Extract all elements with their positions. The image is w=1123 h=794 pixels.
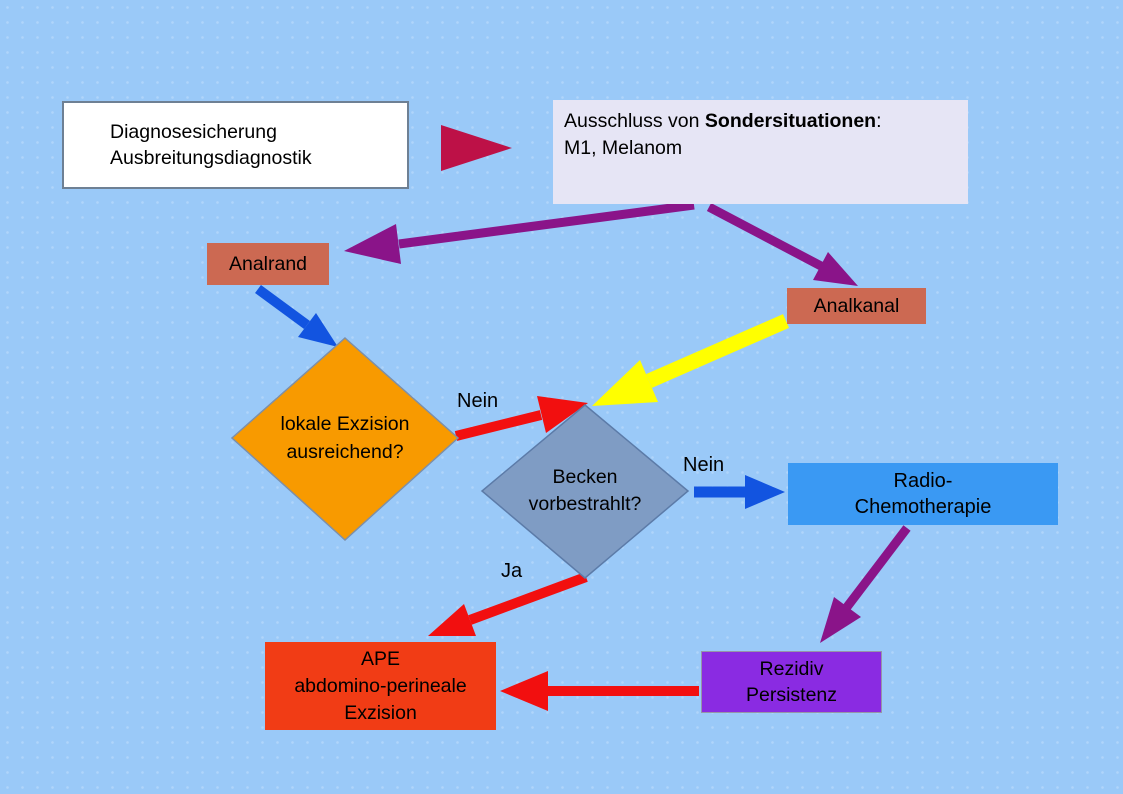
diagnose-box: Diagnosesicherung Ausbreitungsdiagnostik xyxy=(62,101,409,189)
becken-diamond-label: Becken vorbestrahlt? xyxy=(485,464,685,518)
ape-line3: Exzision xyxy=(344,701,417,724)
arrow-sonder-to-analrand-shaft xyxy=(398,200,695,249)
edge-label-nein-becken: Nein xyxy=(683,454,725,476)
edge-label-ja-becken: Ja xyxy=(501,560,523,582)
radio-line1: Radio- xyxy=(893,470,953,492)
sondersituationen-line2: M1, Melanom xyxy=(564,137,683,159)
arrow-becken-ja-to-ape-head-icon xyxy=(428,604,476,636)
radio-line2: Chemotherapie xyxy=(854,496,992,518)
arrow-sonder-to-analrand-head-icon xyxy=(344,224,401,264)
arrow-analrand-to-lokale-shaft xyxy=(255,284,310,330)
becken-line2: vorbestrahlt? xyxy=(528,493,642,515)
analkanal-label: Analkanal xyxy=(813,294,900,317)
ape-box: APE abdomino-perineale Exzision xyxy=(265,642,496,730)
arrow-becken-nein-to-radio-head-icon xyxy=(745,475,785,509)
arrow-radio-to-rezidiv-shaft xyxy=(843,525,911,610)
rezidiv-line1: Rezidiv xyxy=(759,658,824,680)
arrow-rezidiv-to-ape-head-icon xyxy=(500,671,548,711)
arrow-lokale-nein-to-becken-head-icon xyxy=(537,396,588,433)
rezidiv-persistenz-box: Rezidiv Persistenz xyxy=(701,651,882,713)
analrand-box: Analrand xyxy=(207,243,329,285)
analkanal-box: Analkanal xyxy=(787,288,926,324)
lokale-exzision-line1: lokale Exzision xyxy=(280,413,410,435)
edge-label-nein-lokale: Nein xyxy=(457,390,499,412)
lokale-exzision-diamond-label: lokale Exzision ausreichend? xyxy=(235,410,455,466)
rezidiv-line2: Persistenz xyxy=(745,684,838,706)
arrow-analrand-to-lokale-head-icon xyxy=(298,313,338,347)
sondersituationen-suffix: : xyxy=(876,110,882,132)
diagnose-line1: Diagnosesicherung xyxy=(110,121,277,143)
sondersituationen-bold: Sondersituationen xyxy=(704,110,877,132)
sondersituationen-line1: Ausschluss von Sondersituationen: xyxy=(564,108,882,135)
becken-diamond xyxy=(480,404,690,579)
arrow-sonder-to-analkanal-shaft xyxy=(706,203,824,270)
lokale-exzision-line2: ausreichend? xyxy=(286,441,404,463)
arrow-sonder-to-analkanal-head-icon xyxy=(813,252,858,286)
right-pointer-triangle-icon xyxy=(441,125,512,171)
arrow-radio-to-rezidiv-head-icon xyxy=(820,597,861,643)
arrow-analkanal-to-becken-head-icon xyxy=(592,360,658,406)
sondersituationen-box: Ausschluss von Sondersituationen: M1, Me… xyxy=(553,100,968,204)
analrand-label: Analrand xyxy=(228,252,308,275)
lokale-exzision-diamond xyxy=(230,336,460,542)
arrow-lokale-nein-to-becken-shaft xyxy=(454,410,543,441)
sondersituationen-prefix: Ausschluss von xyxy=(564,110,705,132)
diagnose-line2: Ausbreitungsdiagnostik xyxy=(110,147,312,169)
becken-line1: Becken xyxy=(552,466,618,488)
radio-chemotherapie-box: Radio- Chemotherapie xyxy=(788,463,1058,525)
arrow-becken-ja-to-ape-shaft xyxy=(468,572,588,625)
arrow-analkanal-to-becken-shaft xyxy=(645,314,790,388)
ape-line1: APE xyxy=(360,647,401,670)
ape-line2: abdomino-perineale xyxy=(294,674,467,697)
